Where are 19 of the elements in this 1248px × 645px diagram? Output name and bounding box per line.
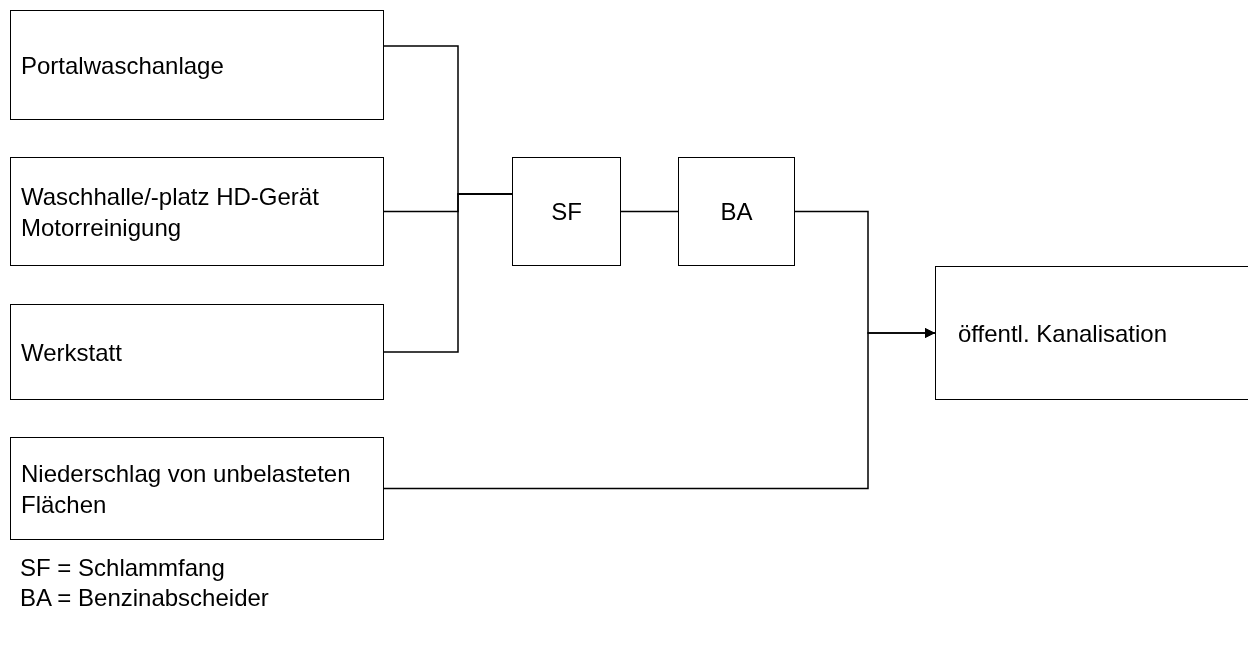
node-label: Waschhalle/-platz HD-Gerät Motorreinigung (21, 181, 320, 243)
source-box (10, 157, 384, 266)
arrow (383, 328, 936, 490)
process-box (512, 157, 621, 266)
connector-line (620, 210, 679, 213)
node-label: Niederschlag von unbelasteten Flächen (21, 458, 352, 520)
node-label: öffentl. Kanalisation (958, 318, 1168, 349)
node-label: Werkstatt (21, 337, 122, 368)
node-label: SF (551, 197, 582, 227)
source-box (10, 10, 384, 120)
outlet-box (935, 266, 1248, 400)
legend-note: BA = Benzinabscheider (20, 583, 269, 613)
source-box (10, 304, 384, 400)
node-label: Portalwaschanlage (21, 50, 224, 81)
node-label: BA (720, 197, 753, 227)
legend-note: SF = Schlammfang (20, 553, 225, 583)
process-box (678, 157, 795, 266)
source-box (10, 437, 384, 540)
connector-line (383, 193, 513, 353)
